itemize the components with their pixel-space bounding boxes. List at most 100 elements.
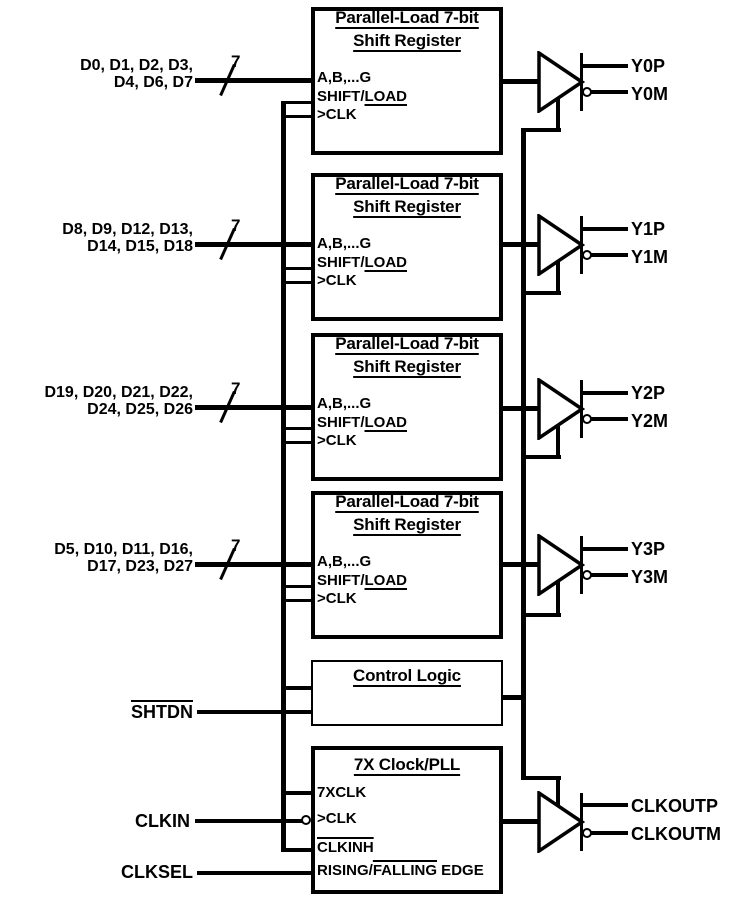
register4-pin-shift-load: SHIFT/LOAD xyxy=(317,572,407,590)
shift-load-wire-1 xyxy=(281,101,313,104)
edge-label: EDGE xyxy=(437,862,484,879)
control-output-wire xyxy=(499,695,525,700)
shtdn-wire xyxy=(197,710,313,714)
y0p-label: Y0P xyxy=(631,56,666,76)
register3-title-line1: Parallel-Load 7-bit xyxy=(335,334,479,353)
register1-bus-width: 7 xyxy=(231,52,241,71)
shift-load-wire-3 xyxy=(281,427,313,430)
register3-title-line2: Shift Register xyxy=(353,357,461,376)
buffer3-output-bar xyxy=(580,380,583,438)
clkbuffer-enable-h xyxy=(521,776,561,780)
clkoutp-label: CLKOUTP xyxy=(631,796,718,816)
pll-pin-clk: >CLK xyxy=(317,810,357,827)
buffer2-enable-h xyxy=(521,291,561,295)
y2p-wire xyxy=(582,391,628,395)
clkoutm-label: CLKOUTM xyxy=(631,824,721,844)
register3-input-labels: D19, D20, D21, D22, D24, D25, D26 xyxy=(15,384,193,418)
y0m-wire xyxy=(591,90,628,94)
buffer2-invert-bubble xyxy=(582,250,592,260)
y2m-label: Y2M xyxy=(631,411,669,431)
register4-title-line2: Shift Register xyxy=(353,515,461,534)
register2-pin-parallel: A,B,...G xyxy=(317,235,372,252)
register2-pin-shift-load: SHIFT/LOAD xyxy=(317,254,407,272)
y2p-label: Y2P xyxy=(631,383,666,403)
clkin-wire xyxy=(195,819,302,823)
clk-wire-3 xyxy=(281,441,313,444)
register3-title: Parallel-Load 7-bit Shift Register xyxy=(315,332,499,378)
register1-input-labels: D0, D1, D2, D3, D4, D6, D7 xyxy=(15,57,193,91)
shift-label: SHIFT/ xyxy=(317,88,365,105)
register2-inputs-line2: D14, D15, D18 xyxy=(87,238,193,255)
shift-load-wire-2 xyxy=(281,267,313,270)
register4-title-line1: Parallel-Load 7-bit xyxy=(335,492,479,511)
clkoutp-wire xyxy=(582,803,628,807)
control-input-wire xyxy=(281,686,313,690)
register2-title: Parallel-Load 7-bit Shift Register xyxy=(315,172,499,218)
buffer2-enable-v xyxy=(556,258,560,295)
register4-pin-parallel: A,B,...G xyxy=(317,553,372,570)
shift-label: SHIFT/ xyxy=(317,414,365,431)
buffer2-input-wire xyxy=(501,242,541,247)
register4-inputs-line2: D17, D23, D27 xyxy=(87,558,193,575)
buffer2-triangle xyxy=(537,214,585,276)
register1-title-line1: Parallel-Load 7-bit xyxy=(335,8,479,27)
data-bus-wire-2 xyxy=(195,242,313,247)
load-label: LOAD xyxy=(364,414,408,431)
7xclk-wire xyxy=(281,791,313,795)
load-label: LOAD xyxy=(364,572,408,589)
clkbuffer-input-wire xyxy=(501,819,541,824)
buffer1-triangle xyxy=(537,51,585,113)
buffer4-triangle xyxy=(537,534,585,596)
y2m-wire xyxy=(591,417,628,421)
clksel-label: CLKSEL xyxy=(121,862,193,882)
buffer1-enable-h xyxy=(521,128,561,132)
register4-bus-width: 7 xyxy=(231,536,241,555)
register3-inputs-line2: D24, D25, D26 xyxy=(87,401,193,418)
register1-pin-clk: >CLK xyxy=(317,106,357,123)
register4-pin-clk: >CLK xyxy=(317,590,357,607)
falling-label: FALLING xyxy=(372,862,438,879)
register1-pin-shift-load: SHIFT/LOAD xyxy=(317,88,407,106)
y1m-label: Y1M xyxy=(631,247,669,267)
register2-title-line2: Shift Register xyxy=(353,197,461,216)
register1-pin-parallel: A,B,...G xyxy=(317,69,372,86)
clkbuffer-enable-v xyxy=(556,776,560,810)
y1p-label: Y1P xyxy=(631,219,666,239)
shift-register-block-3 xyxy=(311,333,503,481)
buffer4-input-wire xyxy=(501,562,541,567)
register2-inputs-line1: D8, D9, D12, D13, xyxy=(62,221,193,238)
register2-title-line1: Parallel-Load 7-bit xyxy=(335,174,479,193)
y3p-wire xyxy=(582,547,628,551)
buffer1-output-bar xyxy=(580,53,583,111)
buffer4-enable-v xyxy=(556,578,560,617)
shift-register-block-2 xyxy=(311,173,503,321)
register1-title: Parallel-Load 7-bit Shift Register xyxy=(315,6,499,52)
shift-load-wire-4 xyxy=(281,585,313,588)
register3-inputs-line1: D19, D20, D21, D22, xyxy=(44,384,193,401)
buffer1-enable-v xyxy=(556,95,560,132)
register4-title: Parallel-Load 7-bit Shift Register xyxy=(315,490,499,536)
buffer3-invert-bubble xyxy=(582,414,592,424)
shtdn-label: SHTDN xyxy=(131,702,193,722)
pll-pin-clkinh: CLKINH xyxy=(317,839,374,856)
y0p-wire xyxy=(582,64,628,68)
buffer3-triangle xyxy=(537,378,585,440)
shift-register-block-4 xyxy=(311,491,503,639)
clk-wire-4 xyxy=(281,599,313,602)
register4-inputs-line1: D5, D10, D11, D16, xyxy=(54,541,193,558)
pll-pin-7xclk: 7XCLK xyxy=(317,784,367,801)
register2-bus-width: 7 xyxy=(231,216,241,235)
clkin-invert-bubble xyxy=(301,815,311,825)
shift-register-block-1 xyxy=(311,7,503,155)
y3p-label: Y3P xyxy=(631,539,666,559)
clkinh-wire xyxy=(281,848,313,852)
register3-pin-shift-load: SHIFT/LOAD xyxy=(317,414,407,432)
y3m-wire xyxy=(591,573,628,577)
data-bus-wire-4 xyxy=(195,562,313,567)
pll-title: 7X Clock/PLL xyxy=(315,753,499,776)
pll-pin-edge: RISING/FALLING EDGE xyxy=(317,862,484,880)
control-logic-block xyxy=(311,660,503,726)
register3-pin-clk: >CLK xyxy=(317,432,357,449)
buffer3-input-wire xyxy=(501,406,541,411)
